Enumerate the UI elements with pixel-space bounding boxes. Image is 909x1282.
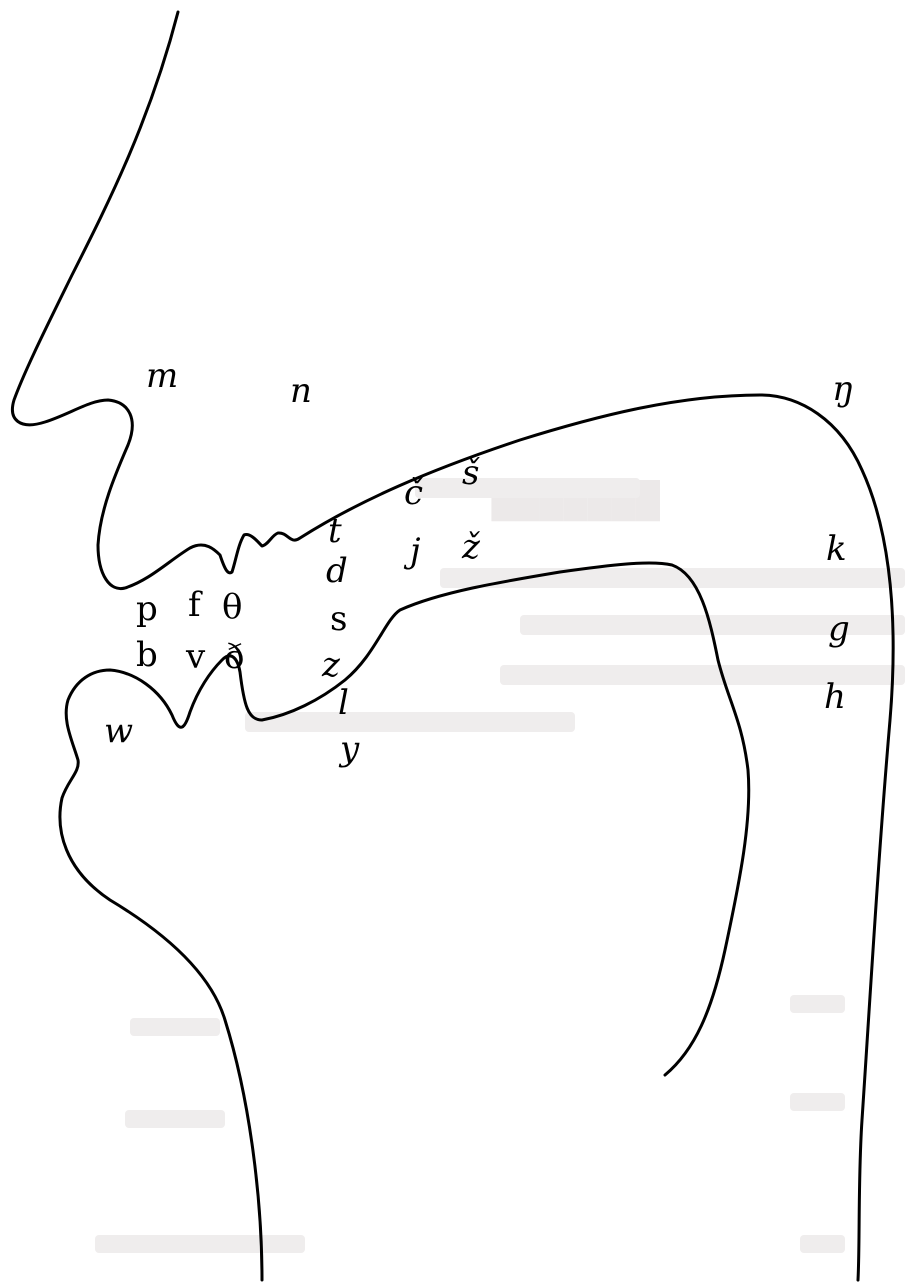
bleed-mark (800, 1235, 845, 1253)
symbol-ng: ŋ (832, 369, 854, 409)
bleed-through-marks (95, 478, 905, 1253)
symbol-d: d (326, 551, 348, 591)
bleed-mark (95, 1235, 305, 1253)
symbol-g: g (828, 609, 850, 649)
symbol-c-hacek: č (404, 473, 424, 513)
symbol-z-hacek: ž (461, 527, 481, 567)
symbol-w: w (104, 711, 133, 751)
symbol-eth: ð (224, 637, 244, 677)
symbol-h: h (824, 677, 846, 717)
symbol-f: f (188, 585, 203, 625)
symbol-p: p (136, 589, 158, 629)
bleed-mark (125, 1110, 225, 1128)
symbol-m: m (146, 356, 178, 396)
symbol-y: y (338, 729, 360, 769)
symbol-labels: m n ŋ š č t d j ž k g h p f θ s b v ð z … (104, 356, 854, 769)
symbol-k: k (826, 529, 847, 569)
symbol-v: v (185, 637, 206, 677)
symbol-z: z (321, 645, 341, 685)
symbol-t: t (328, 511, 342, 551)
symbol-s: s (330, 599, 347, 639)
symbol-n: n (290, 371, 312, 411)
bleed-mark (130, 1018, 220, 1036)
symbol-theta: θ (222, 587, 242, 627)
symbol-b: b (136, 635, 158, 675)
bleed-mark (790, 995, 845, 1013)
symbol-j: j (403, 531, 421, 571)
bleed-mark (245, 712, 575, 732)
symbol-s-hacek: š (462, 453, 480, 493)
symbol-l: l (338, 683, 349, 723)
bleed-mark (440, 568, 905, 588)
bleed-mark (790, 1093, 845, 1111)
bleed-mark (415, 478, 640, 498)
